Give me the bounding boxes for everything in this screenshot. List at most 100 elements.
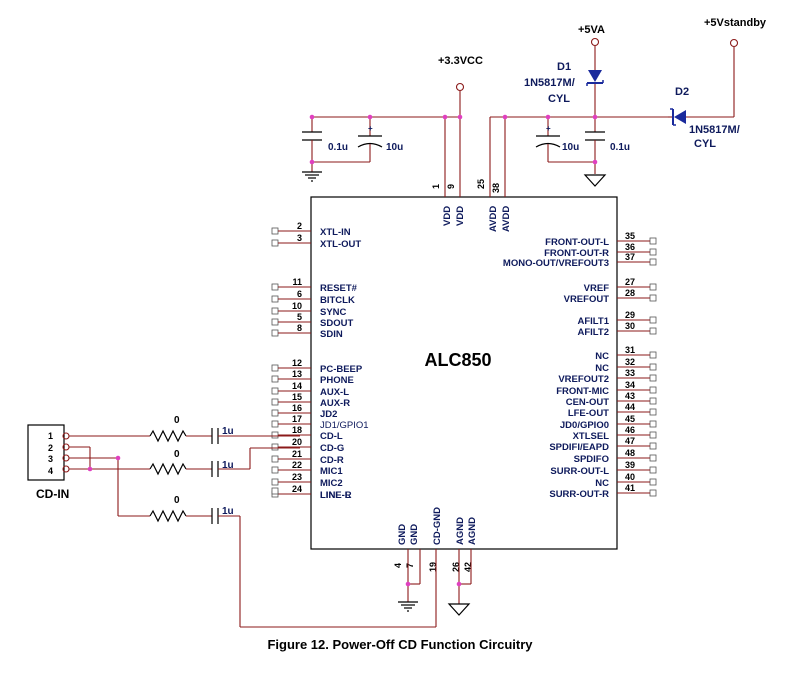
left-pin-label: JD1/GPIO1 — [320, 420, 369, 431]
right-pin-label: JD0/GPIO0 — [560, 420, 609, 431]
pin-terminal — [649, 363, 657, 371]
left-pin-num: 24 — [292, 484, 302, 494]
chip-body — [310, 196, 618, 550]
left-pin-label: PC-BEEP — [320, 364, 363, 375]
right-pin-label: NC — [595, 478, 609, 489]
right-pin-label: AFILT1 — [578, 316, 610, 327]
left-pin-num: 11 — [292, 277, 302, 287]
pin-terminal — [271, 478, 279, 486]
right-pin-label: FRONT-OUT-L — [545, 237, 609, 248]
bottom-pin-label: CD-GND — [432, 507, 443, 545]
right-pin-label: CEN-OUT — [566, 397, 609, 408]
top-pin-label: VDD — [442, 206, 453, 226]
pin-terminal — [649, 248, 657, 256]
pin-terminal — [649, 283, 657, 291]
top-pin-num: 38 — [491, 183, 501, 193]
left-pin-label: MIC1 — [320, 466, 343, 477]
bottom-pin-label: AGND — [455, 517, 466, 545]
pin-terminal — [649, 420, 657, 428]
left-pin-num: 14 — [292, 381, 302, 391]
pin-terminal — [271, 455, 279, 463]
top-pin-num: 9 — [446, 184, 456, 189]
d1-part: 1N5817M/ — [524, 77, 575, 89]
pin-terminal — [271, 420, 279, 428]
right-pin-num: 29 — [625, 310, 635, 320]
svg-text:+: + — [546, 124, 551, 133]
right-pin-num: 40 — [625, 472, 635, 482]
connector-pin: 1 — [48, 431, 53, 441]
left-pin-num: 5 — [297, 312, 302, 322]
left-pin-num: 13 — [292, 369, 302, 379]
left-pin-num: 18 — [292, 425, 302, 435]
left-pin-num: 6 — [297, 289, 302, 299]
left-pin-num: 15 — [292, 392, 302, 402]
pin-terminal — [649, 442, 657, 450]
right-pin-num: 27 — [625, 277, 635, 287]
right-pin-num: 45 — [625, 414, 635, 424]
right-pin-num: 30 — [625, 321, 635, 331]
bottom-pin-label: GND — [409, 524, 420, 545]
d1-pkg: CYL — [548, 93, 570, 105]
left-pin-label: AUX-L — [320, 387, 349, 398]
pin-terminal — [271, 387, 279, 395]
left-pin-label: LINE-R — [320, 490, 352, 501]
cap-01u-b-label: 0.1u — [610, 142, 630, 153]
right-pin-label: SPDIFO — [574, 454, 609, 465]
pin-terminal — [271, 375, 279, 383]
vdd-power-network: + — [302, 82, 465, 197]
connector-pin: 4 — [48, 466, 53, 476]
left-pin-label: LINE-L — [320, 490, 351, 501]
cd-in-connector: 1 2 3 4 — [27, 424, 70, 481]
right-pin-label: VREF — [584, 283, 610, 294]
bottom-pin-num: 19 — [428, 562, 438, 572]
resistor-r2-label: 0 — [174, 449, 180, 460]
right-pin-label: AFILT2 — [578, 327, 610, 338]
pin-terminal — [271, 329, 279, 337]
right-pin-num: 39 — [625, 460, 635, 470]
connector-name: CD-IN — [36, 487, 69, 501]
pin-terminal — [649, 397, 657, 405]
bottom-pin-label: AGND — [467, 517, 478, 545]
left-pin-num: 17 — [292, 414, 302, 424]
pin-terminal — [649, 489, 657, 497]
right-pin-label: MONO-OUT/VREFOUT3 — [503, 258, 609, 269]
pin-terminal — [271, 318, 279, 326]
pin-terminal — [271, 295, 279, 303]
pin-terminal — [649, 374, 657, 382]
cap-10u-b-label: 10u — [562, 142, 579, 153]
right-pin-num: 28 — [625, 288, 635, 298]
right-pin-num: 37 — [625, 252, 635, 262]
left-pin-label: SDIN — [320, 329, 343, 340]
net-3v3-label: +3.3VCC — [438, 55, 483, 67]
bottom-pin-num: 26 — [451, 562, 461, 572]
top-pins: 1 9 25 38 VDD VDD AVDD AVDD — [431, 179, 512, 232]
bottom-pins: GND GND CD-GND AGND AGND 4 7 19 26 42 — [393, 507, 478, 627]
right-pin-num: 31 — [625, 345, 635, 355]
right-pin-num: 41 — [625, 483, 635, 493]
net-5vstandby-label: +5Vstandby — [704, 17, 767, 29]
right-pin-label: LFE-OUT — [568, 408, 609, 419]
left-pins: 2XTL-IN3XTL-OUT11RESET#6BITCLK10SYNC5SDO… — [271, 221, 369, 501]
top-pin-num: 25 — [476, 179, 486, 189]
pin-terminal — [271, 443, 279, 451]
left-pin-label: JD2 — [320, 409, 337, 420]
right-pin-label: FRONT-OUT-R — [544, 248, 609, 259]
pin-terminal — [271, 283, 279, 291]
top-pin-label: AVDD — [501, 206, 512, 232]
right-pin-label: NC — [595, 351, 609, 362]
pin-terminal — [271, 307, 279, 315]
pin-terminal — [271, 487, 279, 495]
top-pin-num: 1 — [431, 184, 441, 189]
pin-terminal — [649, 316, 657, 324]
cap-01u-a-label: 0.1u — [328, 142, 348, 153]
left-pin-label: CD-R — [320, 455, 344, 466]
pin-terminal — [649, 431, 657, 439]
pin-terminal — [649, 466, 657, 474]
left-pin-num: 12 — [292, 358, 302, 368]
right-pin-label: SPDIFI/EAPD — [549, 442, 609, 453]
right-pin-label: FRONT-MIC — [556, 386, 609, 397]
d2-pkg: CYL — [694, 138, 716, 150]
pin-terminal — [649, 351, 657, 359]
resistor-r3-label: 0 — [174, 495, 180, 506]
